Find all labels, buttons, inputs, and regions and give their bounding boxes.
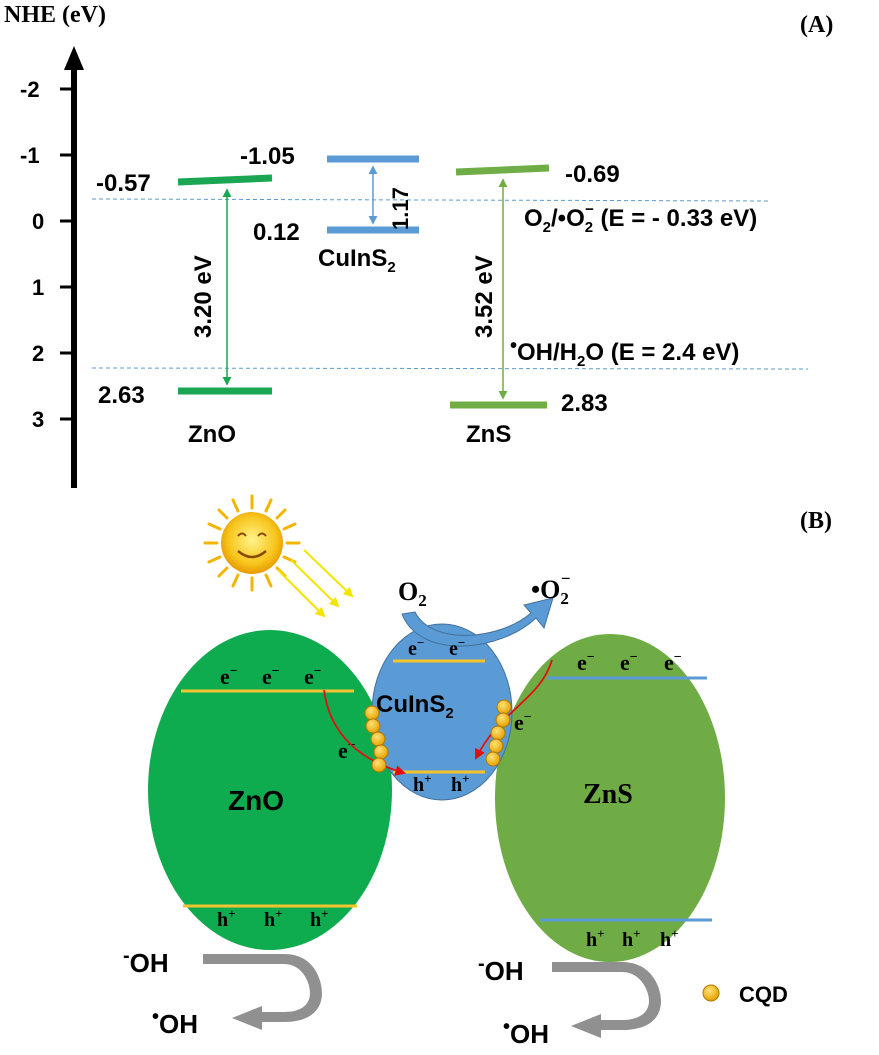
zns-name-b: ZnS [583,779,633,810]
zno-gap-label: 3.20 eV [190,255,217,338]
panel-a: NHE (eV) (A) -2 -1 0 1 2 3 -0.57 [4,2,833,488]
axis-ticks [60,87,74,421]
zns-vb-value: 2.83 [561,390,608,417]
zns-electron: e− [620,650,638,675]
cuins2-name-b: CuInS2 [376,691,454,722]
legend-cqd-marker [702,984,720,1002]
cqd-cluster-left [364,705,389,773]
zno-conduction-band [177,174,273,186]
oh-h2o-potential-label: •OH/H2O (E = 2.4 eV) [510,335,739,370]
zns-name-a: ZnS [466,421,511,448]
zns-electron: e− [577,650,595,675]
zns-to-cuins2-transfer-arrow [475,659,553,760]
tick-labels: -2 -1 0 1 2 3 [20,77,44,432]
cuins2-electron: e− [449,635,465,660]
cuins2-electron: e− [408,635,424,660]
cuins2-hole: h+ [413,771,432,796]
tick-label: 2 [32,341,44,366]
zns-conduction-band [455,164,550,176]
tick-label: 3 [32,407,44,432]
cuins2-cb-value: -1.05 [240,143,295,170]
cuins2-vb-value: 0.12 [253,219,300,246]
zns-gap-label: 3.52 eV [471,255,498,338]
zno-electron: e− [262,664,280,689]
zno-electron: e− [220,664,238,689]
panel-b: (B) [123,494,832,1049]
zns-hole: h+ [586,926,605,951]
zns-particle [495,634,725,962]
cuins2-name-a: CuInS2 [318,245,396,276]
zns-hydroxide-label: -OH [478,953,524,986]
zno-electron: e− [304,664,322,689]
zno-hydroxyl-radical-label: •OH [152,1006,198,1039]
zno-hole: h+ [264,906,283,931]
zns-hole: h+ [660,926,679,951]
superoxide-label: •O2− [531,569,571,608]
o2-reduction-arrow [401,597,554,647]
zns-hydroxyl-radical-label: •OH [503,1016,549,1049]
axis-title: NHE (eV) [4,2,106,28]
tick-label: 1 [32,275,44,300]
zno-oxidation-arrow [203,954,322,1030]
legend-cqd-label: CQD [739,982,788,1007]
zno-name-b: ZnO [228,785,284,816]
cqd-cluster-right [485,699,512,767]
tick-label: -1 [20,143,40,168]
tick-label: -2 [20,77,40,102]
o2-superoxide-potential-label: O2/•O2− (E = - 0.33 eV) [524,201,757,236]
zno-hole: h+ [217,906,236,931]
zno-hydroxide-label: -OH [123,945,169,978]
zns-hole: h+ [622,926,641,951]
sun-icon [203,494,301,592]
zno-cb-value: -0.57 [96,170,151,197]
o2-reference-line [91,198,771,202]
zno-vb-value: 2.63 [98,382,145,409]
light-rays [277,549,354,618]
zno-particle [148,630,392,950]
cuins2-hole: h+ [451,771,470,796]
tick-label: 0 [32,209,44,234]
zno-hole: h+ [310,906,329,931]
zns-electron: e− [664,650,682,675]
o2-label: O2 [398,577,427,610]
panel-a-label: (A) [800,12,833,38]
zns-cb-value: -0.69 [565,161,620,188]
cuins2-gap-label: 1.17 [388,187,413,230]
zno-name-a: ZnO [188,421,236,448]
transfer-electron: e− [514,710,532,735]
zno-to-cuins2-transfer-arrow [323,689,407,776]
panel-b-label: (B) [800,508,832,534]
oh-reference-line [91,367,809,370]
zns-oxidation-arrow [552,962,661,1038]
axis-arrowhead [64,46,84,70]
legend: CQD [702,982,788,1007]
